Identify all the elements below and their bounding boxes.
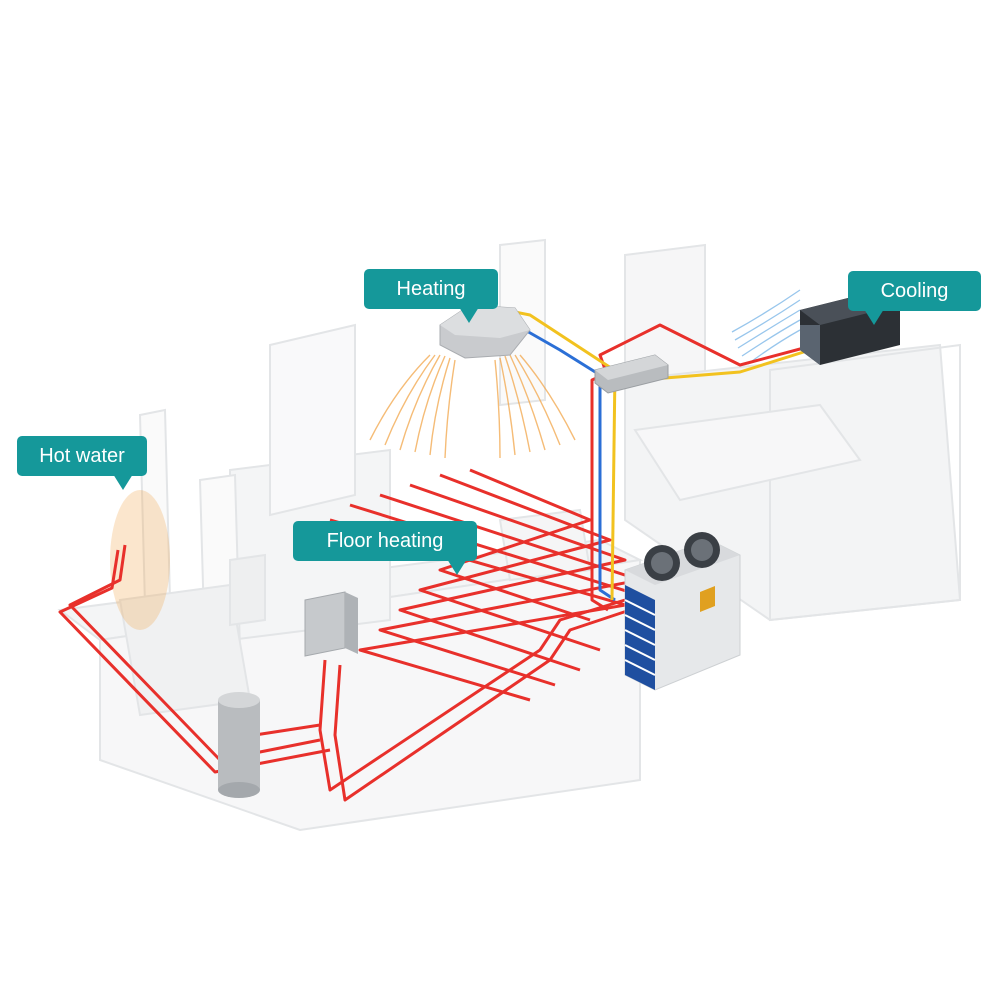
cooling-label: Cooling [880,280,949,302]
floor-heating-callout: Floor heating [293,521,477,575]
heating-airflow [369,354,576,459]
hot-water-glow [110,490,170,630]
hot-water-callout-pointer [113,474,133,490]
heating-label: Heating [396,278,466,300]
floor-heating-label: Floor heating [326,530,444,552]
bed [633,403,862,502]
hydro-module-icon [304,591,358,657]
heating-callout: Heating [364,269,498,323]
hot-water-label: Hot water [39,445,125,467]
cooling-callout: Cooling [848,271,981,325]
refrigerant-distributor-icon [594,354,669,394]
hot-water-callout: Hot water [17,436,147,490]
heating-callout-pointer [459,307,479,323]
water-tank-icon [218,692,260,798]
heat-pump-outdoor-unit-icon [624,532,741,691]
floor-heating-callout-pointer [447,559,467,575]
door [269,323,356,517]
sink [229,553,266,627]
cooling-callout-pointer [864,309,884,325]
